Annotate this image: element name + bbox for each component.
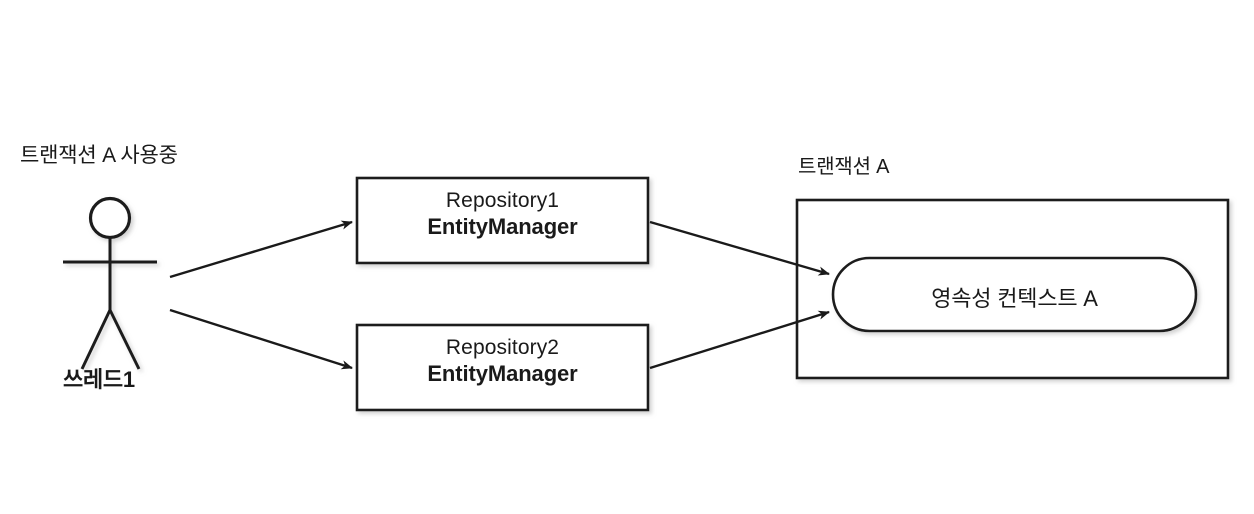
repository2-title: Repository2 xyxy=(445,336,560,359)
actor-leg-left xyxy=(80,309,112,370)
actor-caption: 트랜잭션 A 사용중 xyxy=(20,144,178,167)
actor-stick-figure xyxy=(63,196,157,370)
edge-actor-to-repository1 xyxy=(169,220,353,279)
repository1-title: Repository1 xyxy=(445,189,560,212)
actor-leg-right xyxy=(108,309,141,370)
edge-actor-to-repository2 xyxy=(169,308,353,370)
repository1-label: Repository1 EntityManager xyxy=(357,189,648,240)
actor-name-label: 쓰레드1 xyxy=(63,367,135,392)
repository1-entity-manager: EntityManager xyxy=(427,214,578,239)
edge-repository1-to-persistence-context xyxy=(649,220,830,276)
edge-repository2-to-persistence-context xyxy=(649,310,830,370)
persistence-context-a-shape[interactable] xyxy=(831,256,1198,333)
transaction-a-caption: 트랜잭션 A xyxy=(798,156,890,178)
repository2-box[interactable] xyxy=(355,323,650,412)
repository2-label: Repository2 EntityManager xyxy=(357,336,648,387)
repository1-box[interactable] xyxy=(355,176,650,265)
repository2-entity-manager: EntityManager xyxy=(427,361,578,386)
actor-head-icon xyxy=(88,196,132,240)
persistence-context-a-label: 영속성 컨텍스트 A xyxy=(931,286,1098,311)
